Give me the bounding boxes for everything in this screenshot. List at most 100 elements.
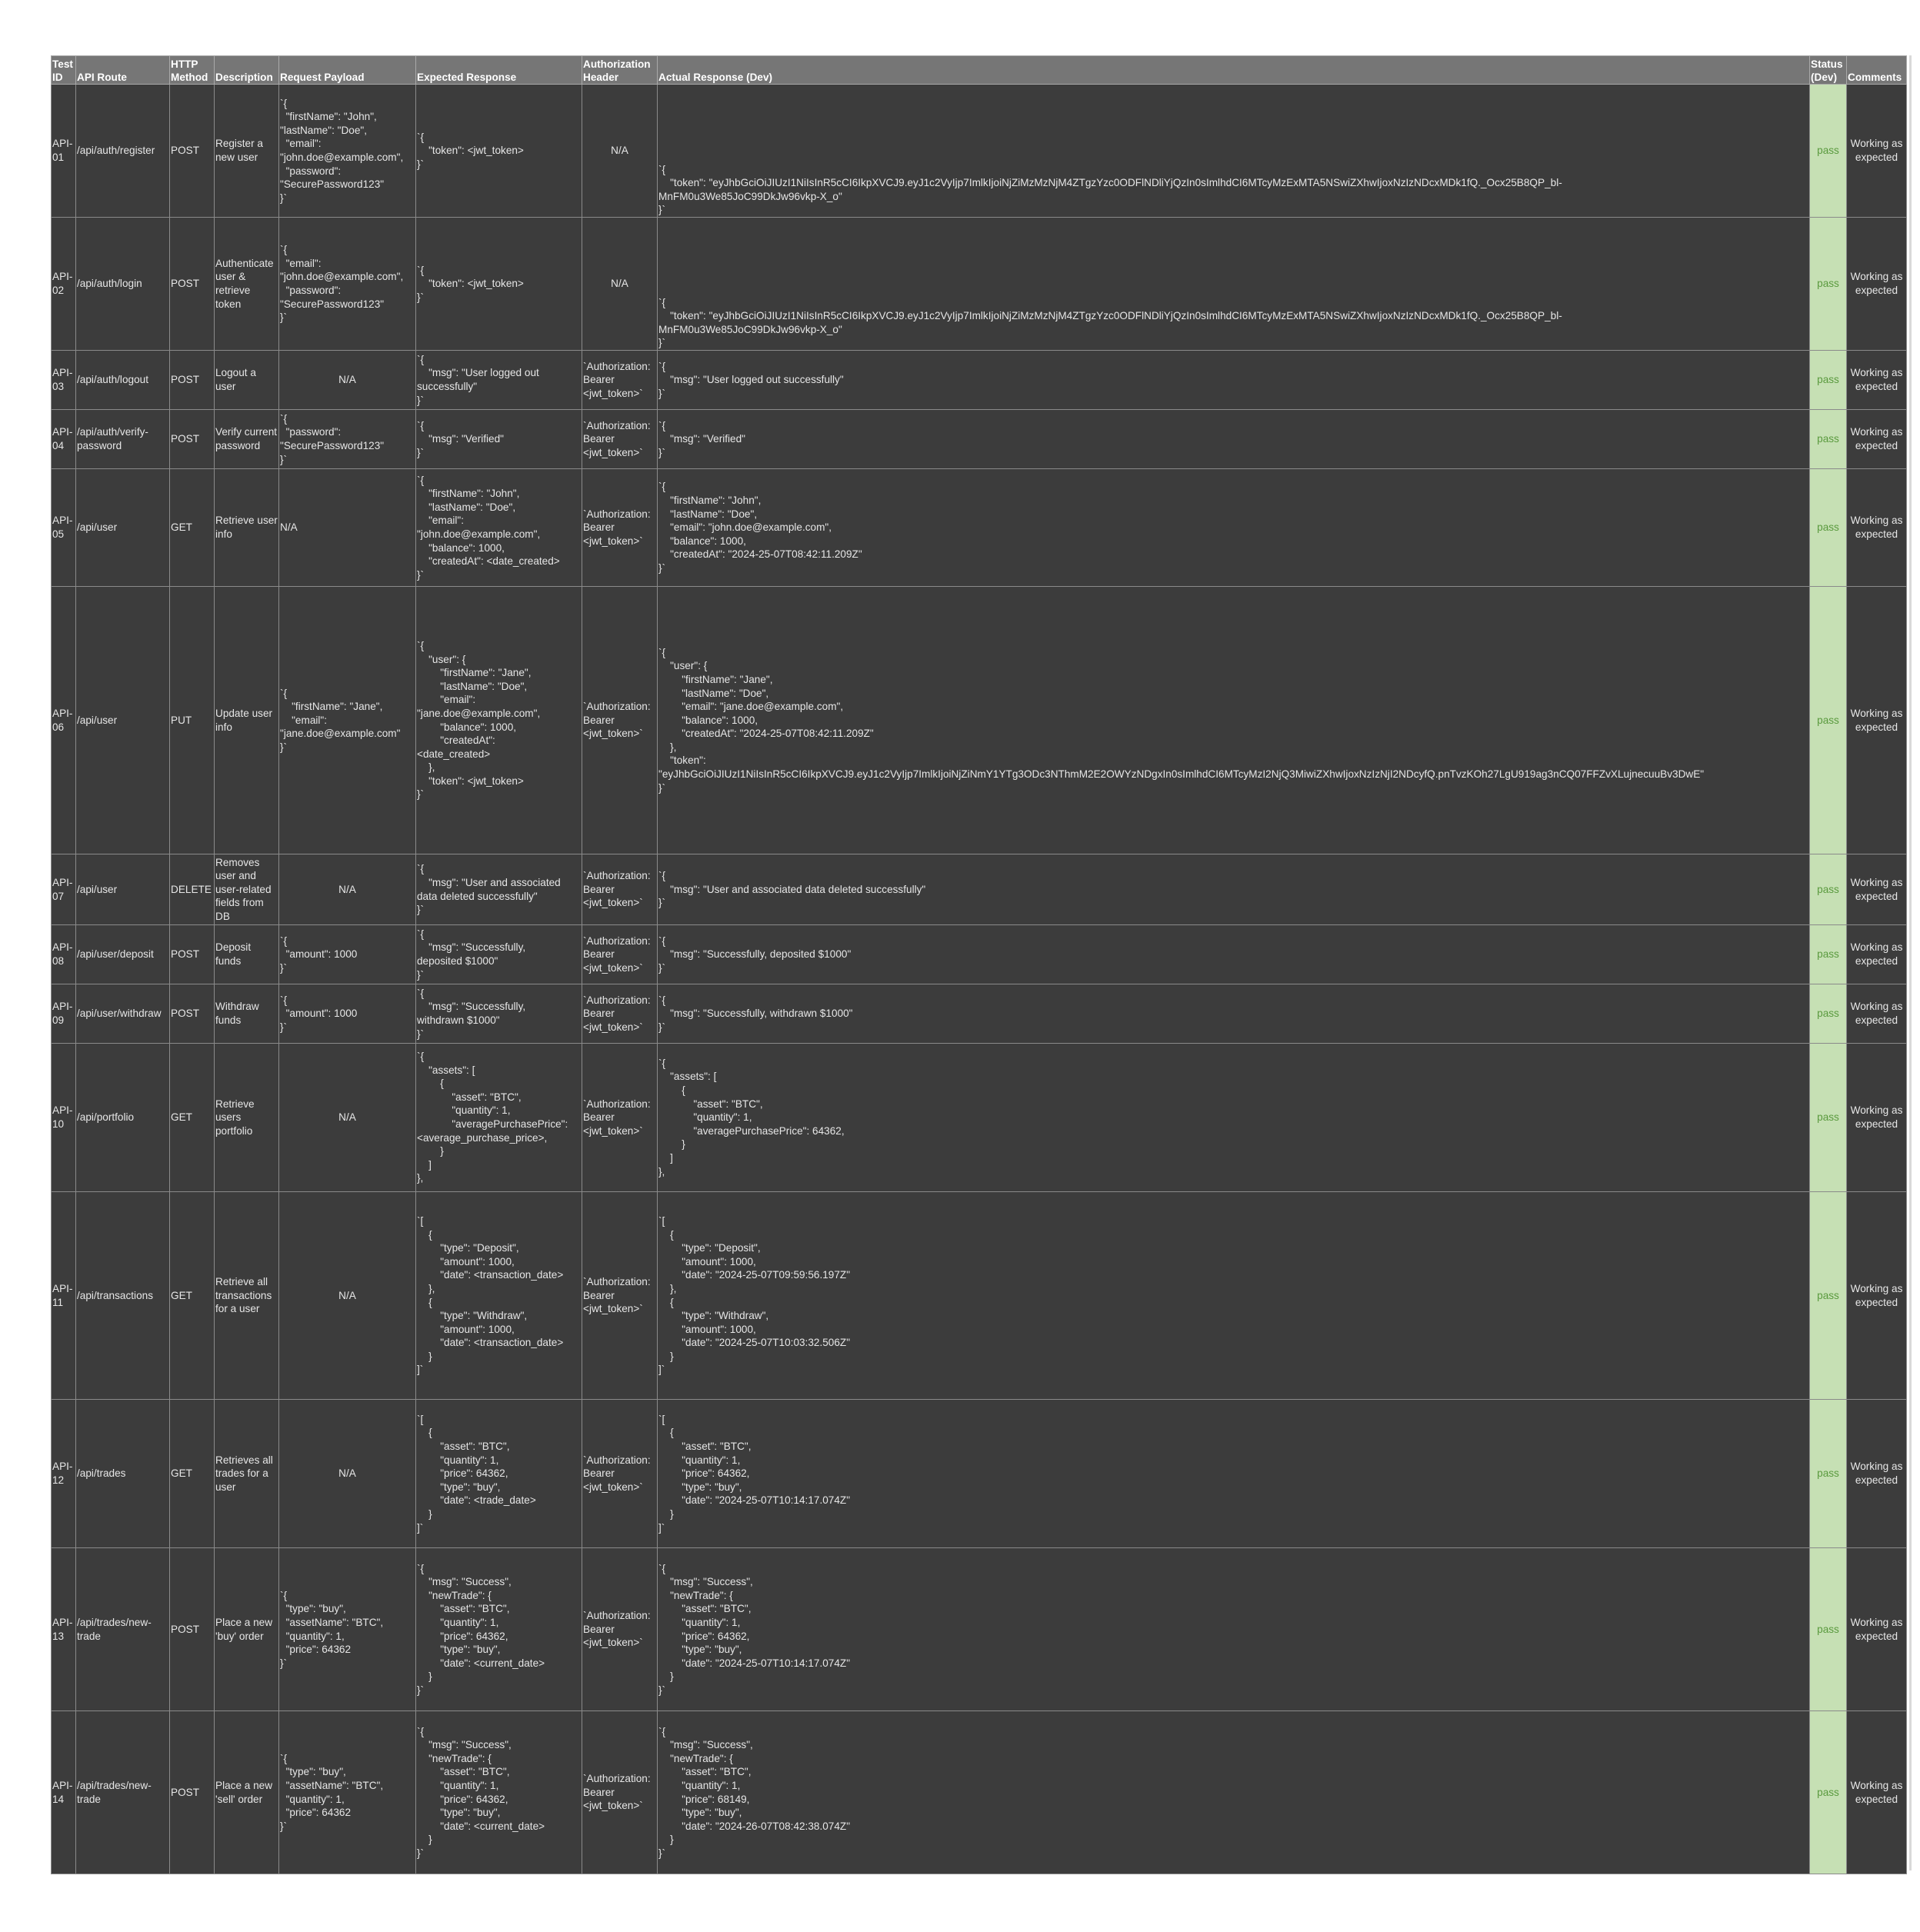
cell-expected-response[interactable]: `[ { "asset": "BTC", "quantity": 1, "pri… xyxy=(415,1399,582,1548)
cell-actual-response[interactable]: `{ "msg": "User and associated data dele… xyxy=(657,854,1810,925)
cell-description[interactable]: Logout a user xyxy=(214,350,279,410)
cell-expected-response[interactable]: `{ "firstName": "John", "lastName": "Doe… xyxy=(415,468,582,587)
cell-http-method[interactable]: POST xyxy=(169,1547,215,1711)
cell-description[interactable]: Retrieve user info xyxy=(214,468,279,587)
cell-description[interactable]: Retrieve users portfolio xyxy=(214,1043,279,1192)
cell-test-id[interactable]: API-01 xyxy=(51,84,76,218)
cell-test-id[interactable]: API-09 xyxy=(51,984,76,1044)
cell-test-id[interactable]: API-03 xyxy=(51,350,76,410)
cell-test-id[interactable]: API-14 xyxy=(51,1710,76,1874)
cell-http-method[interactable]: POST xyxy=(169,409,215,469)
cell-comments[interactable]: Working as expected xyxy=(1846,1399,1907,1548)
cell-http-method[interactable]: POST xyxy=(169,217,215,351)
cell-http-method[interactable]: GET xyxy=(169,1043,215,1192)
cell-description[interactable]: Authenticate user & retrieve token xyxy=(214,217,279,351)
cell-request-payload[interactable]: N/A xyxy=(278,1043,416,1192)
cell-status-pass[interactable]: pass xyxy=(1809,84,1847,218)
header-actual-response[interactable]: Actual Response (Dev) xyxy=(657,55,1810,85)
cell-description[interactable]: Update user info xyxy=(214,586,279,854)
cell-description[interactable]: Place a new 'buy' order xyxy=(214,1547,279,1711)
header-comments[interactable]: Comments xyxy=(1846,55,1907,85)
cell-actual-response[interactable]: `{ "token": "eyJhbGciOiJIUzI1NiIsInR5cCI… xyxy=(657,84,1810,218)
cell-expected-response[interactable]: `{ "msg": "Success", "newTrade": { "asse… xyxy=(415,1710,582,1874)
cell-authorization-header[interactable]: `Authorization: Bearer <jwt_token>` xyxy=(582,1710,658,1874)
header-status[interactable]: Status (Dev) xyxy=(1809,55,1847,85)
cell-comments[interactable]: Working as expected xyxy=(1846,217,1907,351)
cell-expected-response[interactable]: `{ "msg": "User logged out successfully"… xyxy=(415,350,582,410)
cell-api-route[interactable]: /api/user/deposit xyxy=(75,924,170,984)
cell-api-route[interactable]: /api/auth/register xyxy=(75,84,170,218)
cell-comments[interactable]: Working as expected xyxy=(1846,84,1907,218)
cell-request-payload[interactable]: `{ "amount": 1000 }` xyxy=(278,924,416,984)
cell-comments[interactable]: Working as expected xyxy=(1846,1547,1907,1711)
cell-request-payload[interactable]: `{ "password": "SecurePassword123" }` xyxy=(278,409,416,469)
cell-description[interactable]: Register a new user xyxy=(214,84,279,218)
header-description[interactable]: Description xyxy=(214,55,279,85)
cell-authorization-header[interactable]: `Authorization: Bearer <jwt_token>` xyxy=(582,350,658,410)
cell-actual-response[interactable]: `[ { "type": "Deposit", "amount": 1000, … xyxy=(657,1191,1810,1400)
cell-request-payload[interactable]: N/A xyxy=(278,1191,416,1400)
cell-actual-response[interactable]: `{ "msg": "Success", "newTrade": { "asse… xyxy=(657,1547,1810,1711)
cell-api-route[interactable]: /api/portfolio xyxy=(75,1043,170,1192)
cell-description[interactable]: Place a new 'sell' order xyxy=(214,1710,279,1874)
cell-expected-response[interactable]: `{ "msg": "Successfully, deposited $1000… xyxy=(415,924,582,984)
cell-status-pass[interactable]: pass xyxy=(1809,468,1847,587)
cell-test-id[interactable]: API-02 xyxy=(51,217,76,351)
cell-description[interactable]: Retrieves all trades for a user xyxy=(214,1399,279,1548)
cell-expected-response[interactable]: `{ "msg": "Successfully, withdrawn $1000… xyxy=(415,984,582,1044)
cell-actual-response[interactable]: `{ "token": "eyJhbGciOiJIUzI1NiIsInR5cCI… xyxy=(657,217,1810,351)
cell-comments[interactable]: Working as expected xyxy=(1846,1710,1907,1874)
cell-authorization-header[interactable]: N/A xyxy=(582,84,658,218)
cell-comments[interactable]: Working as expected xyxy=(1846,409,1907,469)
cell-test-id[interactable]: API-13 xyxy=(51,1547,76,1711)
cell-request-payload[interactable]: `{ "email": "john.doe@example.com", "pas… xyxy=(278,217,416,351)
cell-authorization-header[interactable]: `Authorization: Bearer <jwt_token>` xyxy=(582,468,658,587)
header-api-route[interactable]: API Route xyxy=(75,55,170,85)
cell-api-route[interactable]: /api/user xyxy=(75,586,170,854)
cell-authorization-header[interactable]: `Authorization: Bearer <jwt_token>` xyxy=(582,1191,658,1400)
cell-api-route[interactable]: /api/trades xyxy=(75,1399,170,1548)
cell-http-method[interactable]: POST xyxy=(169,984,215,1044)
cell-status-pass[interactable]: pass xyxy=(1809,1191,1847,1400)
header-http-method[interactable]: HTTP Method xyxy=(169,55,215,85)
cell-test-id[interactable]: API-11 xyxy=(51,1191,76,1400)
cell-test-id[interactable]: API-12 xyxy=(51,1399,76,1548)
cell-actual-response[interactable]: `{ "msg": "Successfully, withdrawn $1000… xyxy=(657,984,1810,1044)
cell-http-method[interactable]: POST xyxy=(169,350,215,410)
cell-test-id[interactable]: API-04 xyxy=(51,409,76,469)
cell-description[interactable]: Removes user and user-related fields fro… xyxy=(214,854,279,925)
cell-http-method[interactable]: POST xyxy=(169,1710,215,1874)
cell-api-route[interactable]: /api/auth/login xyxy=(75,217,170,351)
cell-comments[interactable]: Working as expected xyxy=(1846,854,1907,925)
cell-description[interactable]: Verify current password xyxy=(214,409,279,469)
header-request-payload[interactable]: Request Payload xyxy=(278,55,416,85)
header-authorization-header[interactable]: Authorization Header xyxy=(582,55,658,85)
cell-status-pass[interactable]: pass xyxy=(1809,586,1847,854)
cell-authorization-header[interactable]: `Authorization: Bearer <jwt_token>` xyxy=(582,984,658,1044)
cell-http-method[interactable]: POST xyxy=(169,84,215,218)
cell-expected-response[interactable]: `{ "token": <jwt_token> }` xyxy=(415,217,582,351)
header-test-id[interactable]: Test ID xyxy=(51,55,76,85)
cell-status-pass[interactable]: pass xyxy=(1809,217,1847,351)
cell-test-id[interactable]: API-07 xyxy=(51,854,76,925)
cell-authorization-header[interactable]: `Authorization: Bearer <jwt_token>` xyxy=(582,854,658,925)
cell-api-route[interactable]: /api/user xyxy=(75,854,170,925)
cell-request-payload[interactable]: N/A xyxy=(278,468,416,587)
cell-authorization-header[interactable]: N/A xyxy=(582,217,658,351)
cell-status-pass[interactable]: pass xyxy=(1809,1399,1847,1548)
cell-api-route[interactable]: /api/trades/new-trade xyxy=(75,1710,170,1874)
cell-http-method[interactable]: DELETE xyxy=(169,854,215,925)
cell-expected-response[interactable]: `[ { "type": "Deposit", "amount": 1000, … xyxy=(415,1191,582,1400)
cell-authorization-header[interactable]: `Authorization: Bearer <jwt_token>` xyxy=(582,1399,658,1548)
cell-request-payload[interactable]: `{ "type": "buy", "assetName": "BTC", "q… xyxy=(278,1710,416,1874)
cell-request-payload[interactable]: `{ "type": "buy", "assetName": "BTC", "q… xyxy=(278,1547,416,1711)
cell-request-payload[interactable]: `{ "firstName": "Jane", "email": "jane.d… xyxy=(278,586,416,854)
cell-api-route[interactable]: /api/user/withdraw xyxy=(75,984,170,1044)
cell-expected-response[interactable]: `{ "assets": [ { "asset": "BTC", "quanti… xyxy=(415,1043,582,1192)
cell-test-id[interactable]: API-08 xyxy=(51,924,76,984)
cell-api-route[interactable]: /api/auth/verify-password xyxy=(75,409,170,469)
cell-status-pass[interactable]: pass xyxy=(1809,854,1847,925)
cell-status-pass[interactable]: pass xyxy=(1809,1043,1847,1192)
cell-request-payload[interactable]: N/A xyxy=(278,1399,416,1548)
cell-api-route[interactable]: /api/user xyxy=(75,468,170,587)
